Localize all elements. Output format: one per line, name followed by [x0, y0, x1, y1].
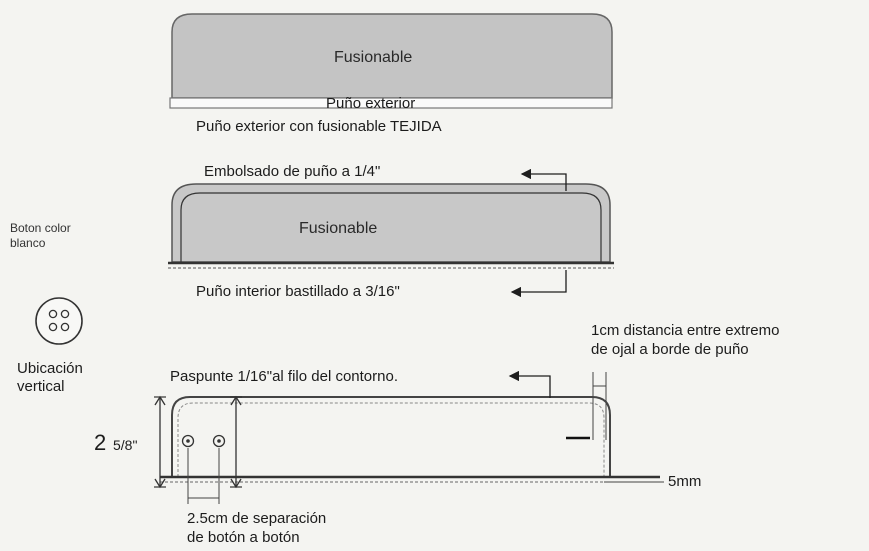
outer-cuff-name-label: Puño exterior: [326, 95, 416, 112]
seam-allowance-label: 5mm: [668, 473, 702, 490]
cuff-height-fraction: 5/8": [113, 437, 138, 453]
button-icon: [35, 297, 83, 345]
cuff-height-whole: 2: [94, 430, 107, 455]
button-placement-line1: Ubicación: [17, 360, 83, 377]
inner-cuff-pocketing-label: Embolsado de puño a 1/4": [204, 163, 381, 180]
button-placement-line2: vertical: [17, 378, 65, 395]
buttonhole-note-line2: de ojal a borde de puño: [591, 341, 749, 358]
finished-cuff-shape: [160, 396, 660, 483]
cuff-button-right: [212, 434, 226, 448]
inner-cuff-hem-label: Puño interior bastillado a 3/16": [196, 283, 400, 300]
topstitch-leader-arrow: [508, 370, 551, 398]
button-spacing-dimension: [187, 448, 220, 504]
inner-cuff-fusible-label: Fusionable: [299, 220, 378, 237]
inner-cuff-shape: [168, 183, 614, 269]
button-spacing-line2: de botón a botón: [187, 529, 300, 546]
button-color-line2: blanco: [10, 236, 46, 250]
button-spacing-line1: 2.5cm de separación: [187, 510, 327, 527]
buttonhole-distance-dimension: [592, 372, 607, 440]
pocketing-leader-arrow: [520, 168, 567, 191]
buttonhole-note-line1: 1cm distancia entre extremo: [591, 322, 780, 339]
outer-cuff-fusible-label: Fusionable: [334, 49, 413, 66]
button-color-line1: Boton color: [10, 221, 71, 235]
outer-cuff-caption: Puño exterior con fusionable TEJIDA: [196, 118, 442, 135]
height-dimension-right: [230, 395, 242, 489]
height-dimension-left: [154, 395, 166, 489]
topstitch-label: Paspunte 1/16"al filo del contorno.: [170, 368, 398, 385]
outer-cuff-shape: [169, 13, 613, 109]
cuff-button-left: [181, 434, 195, 448]
hem-leader-arrow: [510, 270, 567, 298]
